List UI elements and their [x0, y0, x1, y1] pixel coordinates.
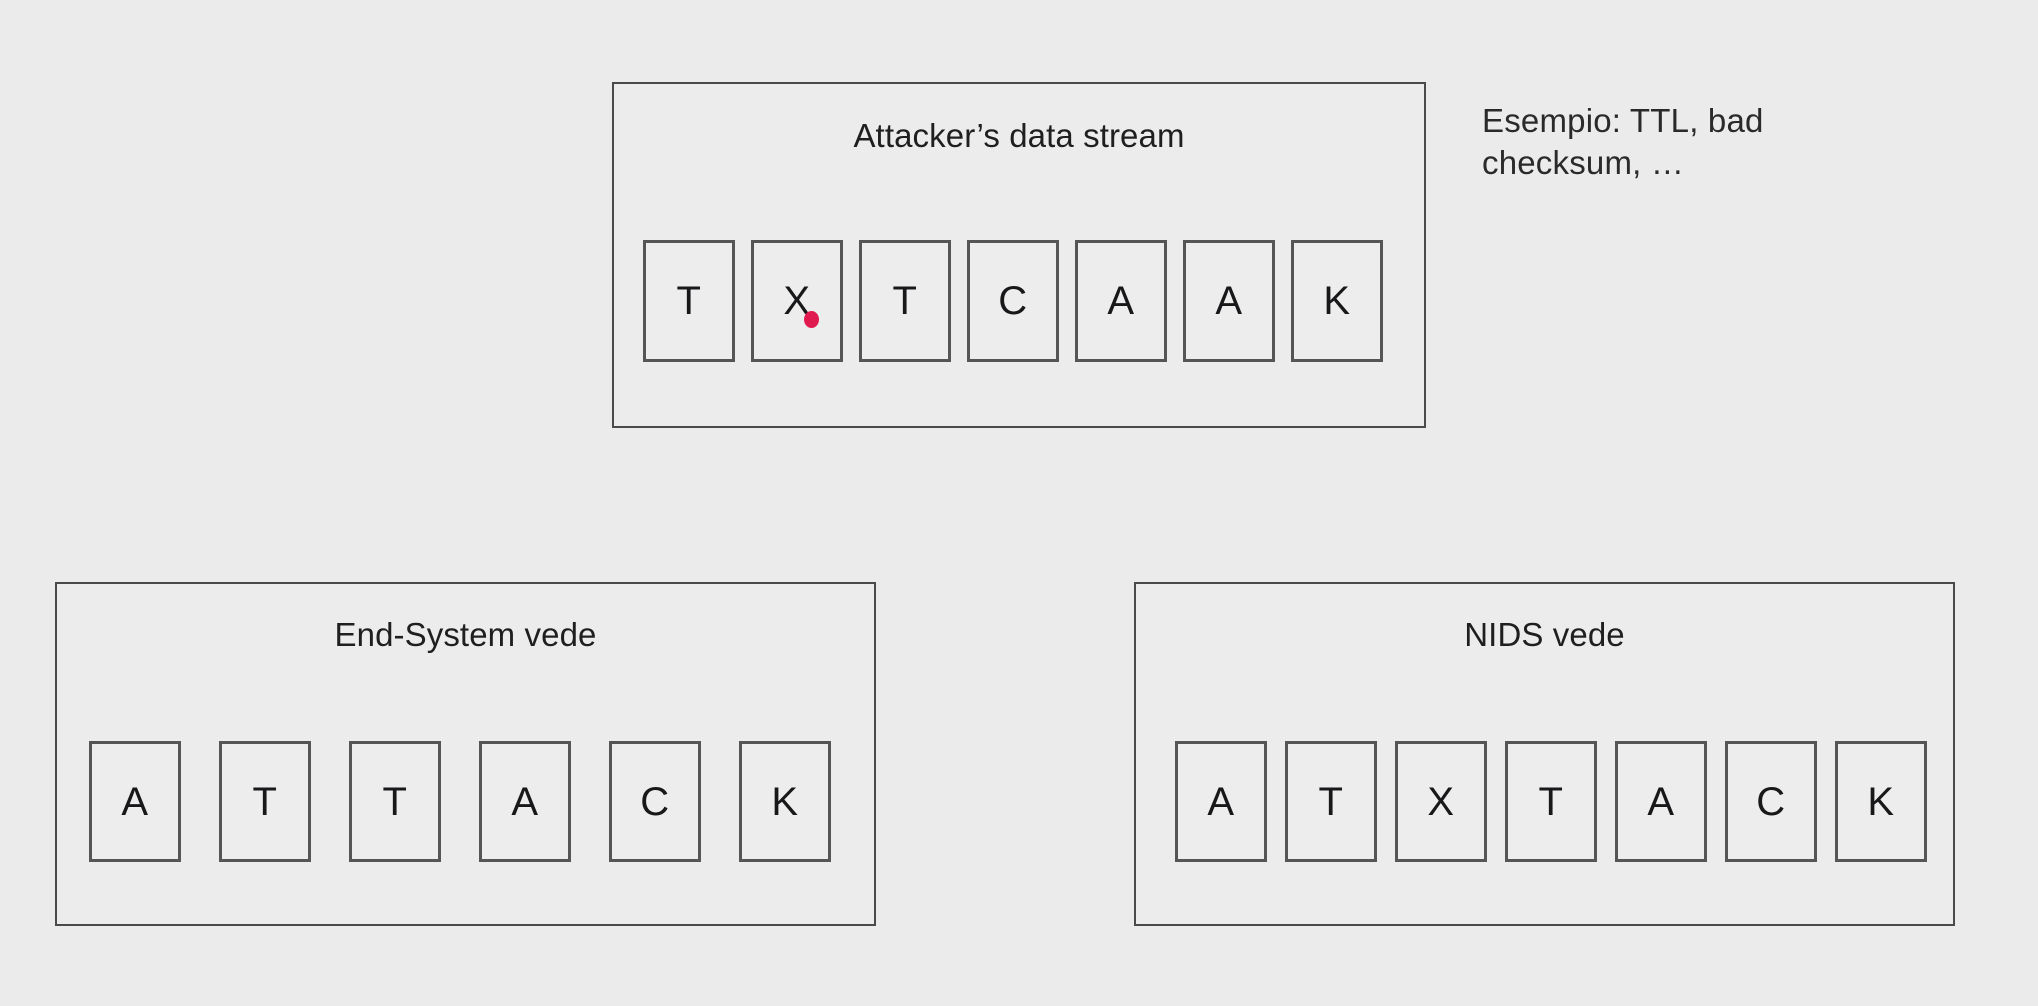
nids-box: NIDS vede A T X T A C K — [1134, 582, 1955, 926]
letter-cell-label: T — [382, 779, 408, 824]
letter-cell-label: C — [640, 779, 670, 824]
letter-cell: A — [1175, 741, 1267, 862]
letter-cell-label: T — [1318, 779, 1344, 824]
letter-cell: T — [349, 741, 441, 862]
letter-cell: A — [1615, 741, 1707, 862]
letter-cell: A — [1075, 240, 1167, 362]
attacker-stream-title: Attacker’s data stream — [853, 117, 1185, 154]
letter-cell: T — [1285, 741, 1377, 862]
letter-cell: K — [1291, 240, 1383, 362]
letter-cell-label: A — [1207, 779, 1235, 824]
letter-cell-label: C — [1756, 779, 1786, 824]
letter-cell-label: A — [511, 779, 539, 824]
letter-cell: C — [609, 741, 701, 862]
letter-cell-label: A — [1647, 779, 1675, 824]
attacker-stream-box: Attacker’s data stream T X T C A A K — [612, 82, 1426, 428]
annotation-line-2: checksum, … — [1482, 144, 1685, 182]
letter-cell-label: A — [1107, 279, 1135, 323]
letter-cell: T — [643, 240, 735, 362]
annotation-note: Esempio: TTL, bad checksum, … — [1482, 100, 1902, 184]
letter-cell: T — [859, 240, 951, 362]
letter-cell: T — [219, 741, 311, 862]
letter-cell-label: T — [676, 279, 702, 323]
letter-cell-label: T — [252, 779, 278, 824]
letter-cell: A — [89, 741, 181, 862]
letter-cell: C — [967, 240, 1059, 362]
letter-cell-label: C — [998, 279, 1028, 323]
letter-cell-label: T — [892, 279, 918, 323]
letter-cell: A — [479, 741, 571, 862]
letter-cell-label: K — [1867, 779, 1895, 824]
nids-title: NIDS vede — [1464, 616, 1625, 653]
letter-cell: C — [1725, 741, 1817, 862]
letter-cell-label: K — [1323, 279, 1351, 323]
red-marker-dot-icon — [804, 311, 819, 328]
letter-cell: K — [739, 741, 831, 862]
letter-cell-label: K — [771, 779, 799, 824]
end-system-title: End-System vede — [334, 616, 597, 653]
letter-cell: A — [1183, 240, 1275, 362]
letter-cell: X — [751, 240, 843, 362]
end-system-box: End-System vede A T T A C K — [55, 582, 876, 926]
letter-cell-label: T — [1538, 779, 1564, 824]
letter-cell-label: A — [121, 779, 149, 824]
letter-cell-label: A — [1215, 279, 1243, 323]
letter-cell-label: X — [1427, 779, 1455, 824]
letter-cell: K — [1835, 741, 1927, 862]
letter-cell: X — [1395, 741, 1487, 862]
letter-cell: T — [1505, 741, 1597, 862]
annotation-line-1: Esempio: TTL, bad — [1482, 102, 1764, 139]
